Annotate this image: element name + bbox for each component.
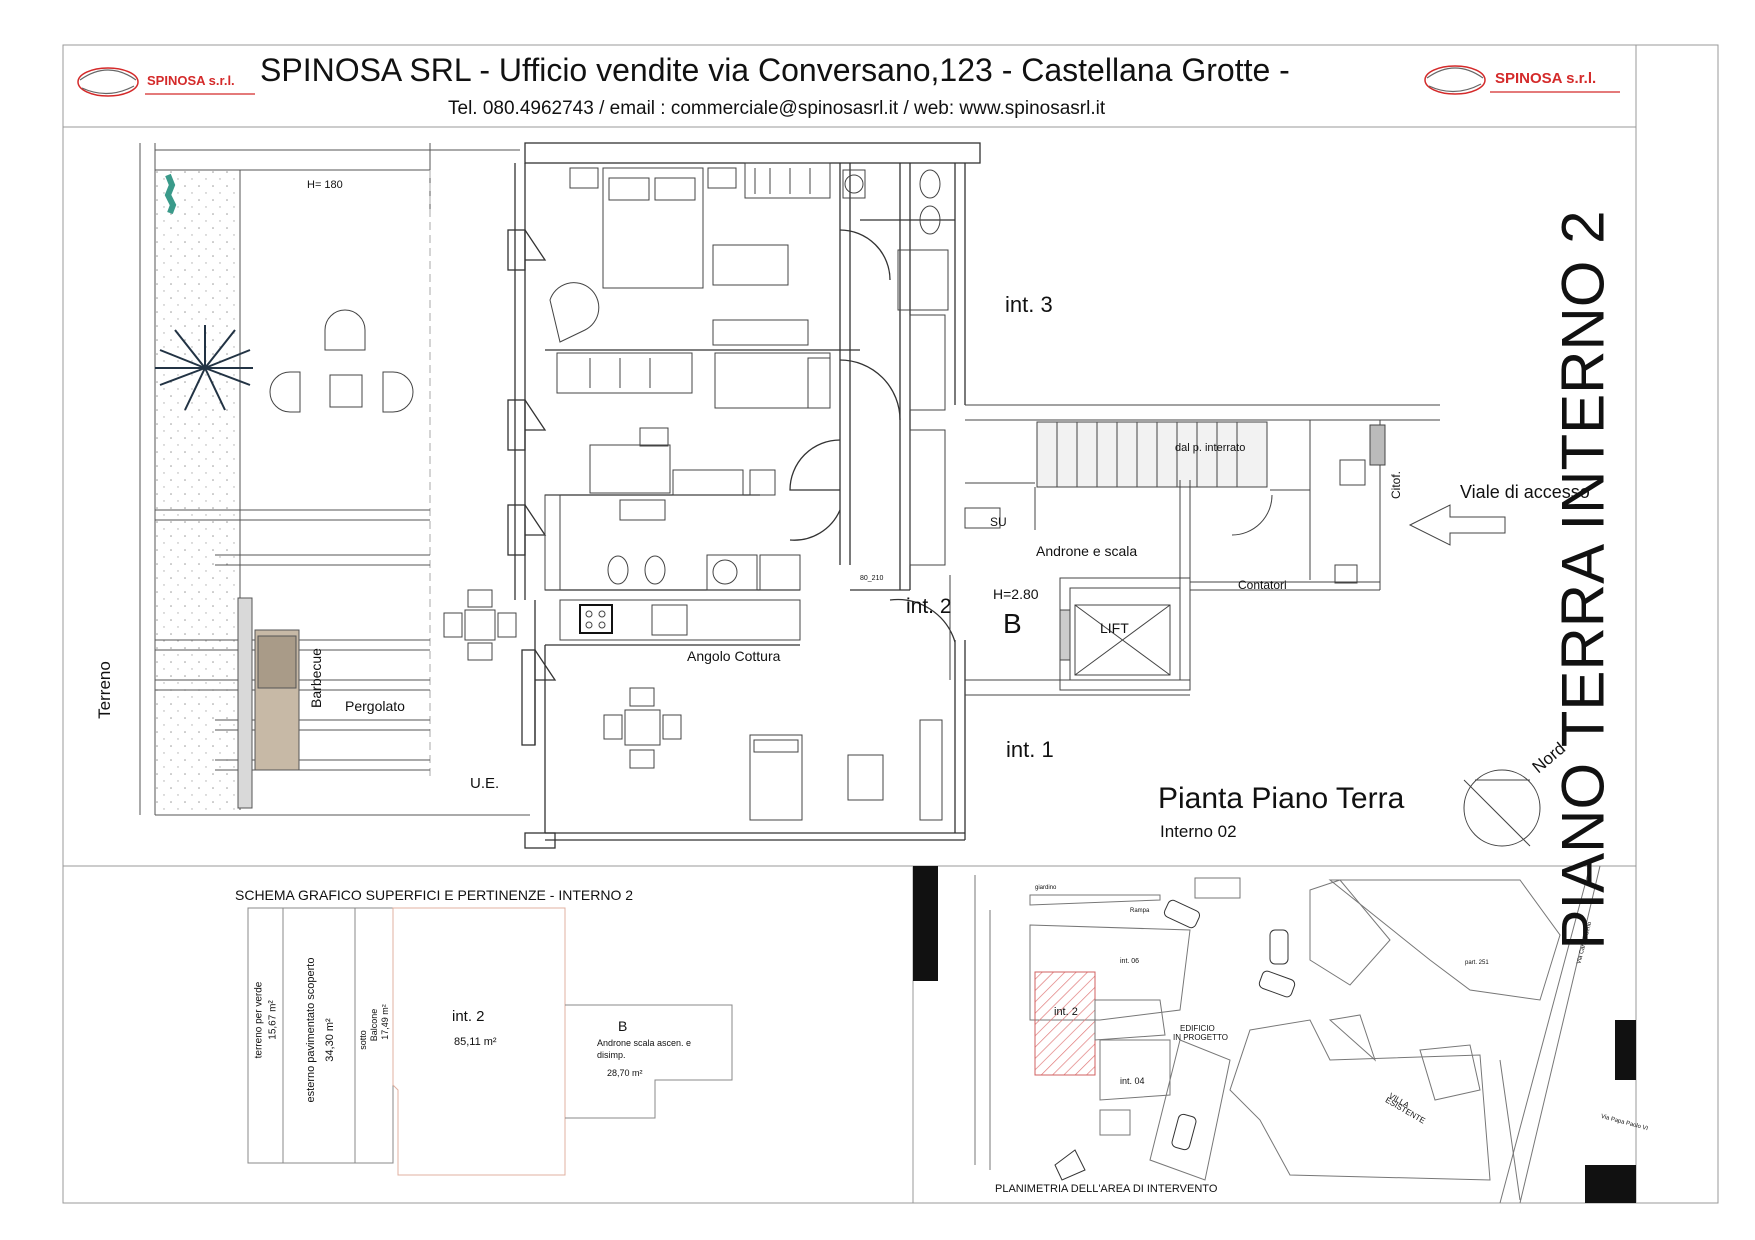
pergolato-label: Pergolato <box>345 698 405 714</box>
schema-b-desc2: disimp. <box>597 1050 626 1060</box>
b-label: B <box>1003 608 1022 639</box>
site-int06-label: int. 06 <box>1120 958 1140 965</box>
barbecue-label: Barbecue <box>308 648 324 708</box>
door-dimension-label: 80_210 <box>860 575 884 582</box>
ue-label: U.E. <box>470 775 500 792</box>
int-1-label: int. 1 <box>1006 737 1054 762</box>
side-title: PIANO TERRA INTERNO 2 <box>1549 210 1617 950</box>
schema-sotto-label: sotto <box>358 1030 368 1050</box>
schema-b-label: B <box>618 1018 628 1034</box>
schema-esterno-value: 34,30 m² <box>324 1018 336 1062</box>
height-180-label: H= 180 <box>307 179 343 191</box>
site-rampa-label: Rampa <box>1130 908 1150 914</box>
site-title: PLANIMETRIA DELL'AREA DI INTERVENTO <box>995 1183 1218 1195</box>
schema-verde-value: 15,67 m² <box>267 1000 279 1040</box>
site-edificio-label: EDIFICIO <box>1180 1024 1215 1033</box>
company-title: SPINOSA SRL - Ufficio vendite via Conver… <box>260 52 1290 88</box>
schema-verde-label: terreno per verde <box>253 981 265 1059</box>
schema-b-value: 28,70 m² <box>607 1068 643 1078</box>
logo-right-text: SPINOSA s.r.l. <box>1495 70 1597 87</box>
site-int2-label: int. 2 <box>1054 1006 1078 1018</box>
schema-title: SCHEMA GRAFICO SUPERFICI E PERTINENZE - … <box>235 887 634 903</box>
lift-label: LIFT <box>1100 620 1129 636</box>
su-label: SU <box>990 515 1007 529</box>
site-int04-label: int. 04 <box>1120 1076 1145 1086</box>
contatori-label: Contatori <box>1238 578 1287 592</box>
plan-subtitle: Interno 02 <box>1160 822 1237 841</box>
contacts-line: Tel. 080.4962743 / email : commerciale@s… <box>448 98 1106 119</box>
height-280-label: H=2.80 <box>993 586 1039 602</box>
palm-plant-icon <box>155 325 253 411</box>
plan-title: Pianta Piano Terra <box>1158 782 1405 815</box>
logo-left-text: SPINOSA s.r.l. <box>147 73 235 88</box>
interrato-label: dal p. interrato <box>1175 442 1246 454</box>
viale-accesso-label: Viale di accesso <box>1460 482 1590 502</box>
schema-esterno-label: esterno pavimentato scoperto <box>305 957 317 1103</box>
int-3-label: int. 3 <box>1005 292 1053 317</box>
citof-label: Citof. <box>1389 470 1403 500</box>
site-progetto-label: IN PROGETTO <box>1173 1033 1228 1042</box>
site-part-label: part. 251 <box>1465 960 1489 966</box>
schema-balcone-value: 17,49 m² <box>380 1004 390 1040</box>
terreno-label: Terreno <box>95 661 114 719</box>
int-2-label: int. 2 <box>906 595 952 618</box>
site-giardino-label: giardino <box>1035 885 1057 891</box>
schema-int2-label: int. 2 <box>452 1008 485 1025</box>
schema-b-desc1: Androne scala ascen. e <box>597 1038 692 1048</box>
angolo-cottura-label: Angolo Cottura <box>687 648 781 664</box>
schema-int2-value: 85,11 m² <box>454 1036 497 1048</box>
logo-right-icon <box>1424 65 1620 95</box>
logo-left-icon <box>77 67 255 97</box>
schema-balcone-label: Balcone <box>369 1008 379 1042</box>
androne-label: Androne e scala <box>1036 543 1138 559</box>
